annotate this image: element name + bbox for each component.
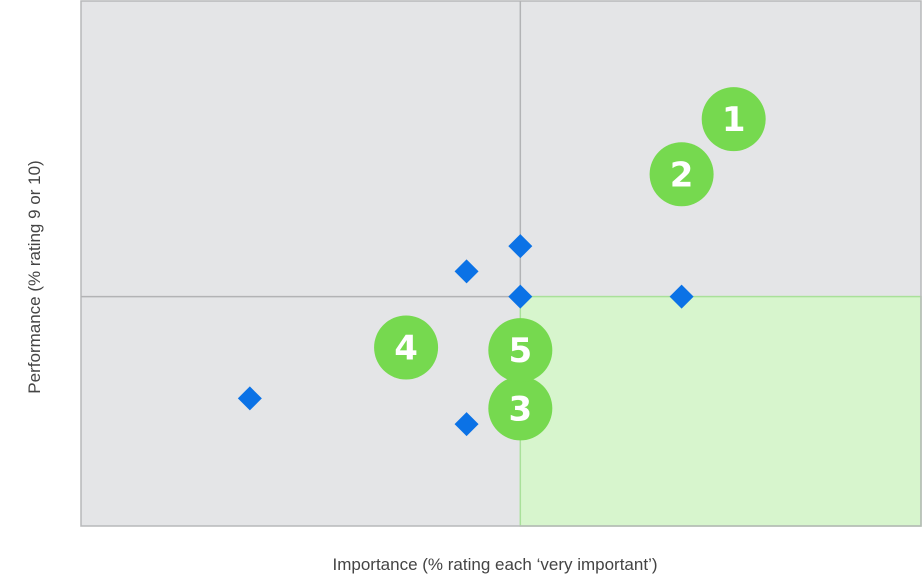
data-point-diamond [454, 259, 479, 284]
bubble-number-label: 4 [394, 329, 418, 369]
data-point-diamond [237, 386, 262, 411]
data-point-diamond [508, 234, 533, 259]
bubble-number-label: 3 [508, 389, 532, 429]
data-point-bubble [374, 315, 439, 380]
data-point-diamond [454, 412, 479, 437]
data-point-bubble [701, 87, 766, 152]
bubble-number-label: 1 [722, 100, 746, 140]
highlight-quadrant [519, 295, 922, 527]
bubble-number-label: 5 [508, 331, 532, 371]
data-point-bubble [488, 376, 553, 441]
plot-border [80, 0, 922, 527]
data-point-bubble [488, 318, 553, 383]
data-point-diamond [669, 284, 694, 309]
data-point-bubble [649, 142, 714, 207]
y-axis-label: Performance (% rating 9 or 10) [25, 160, 44, 393]
x-axis-label: Importance (% rating each ‘very importan… [332, 555, 657, 574]
bubble-number-label: 2 [670, 155, 694, 195]
plot-area [80, 0, 922, 527]
data-point-diamond [508, 284, 533, 309]
data-marks: 12 3 4 5 [237, 87, 766, 441]
